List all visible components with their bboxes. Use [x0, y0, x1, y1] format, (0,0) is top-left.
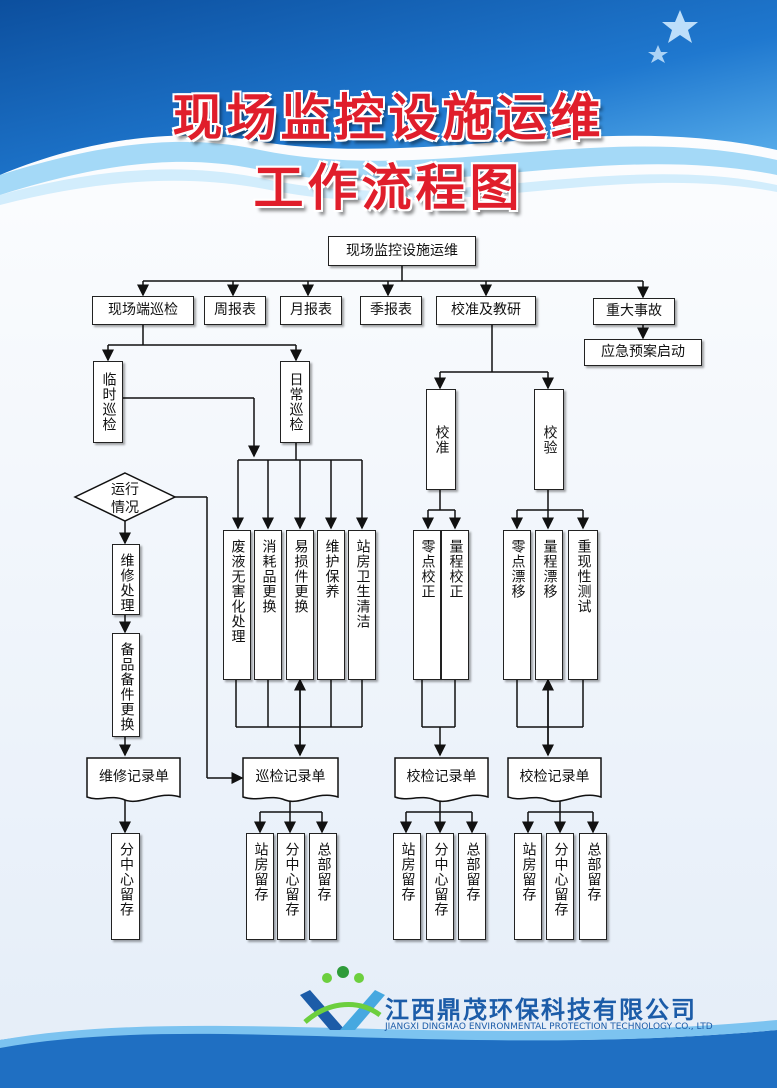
node-archive-station: 站房留存 — [393, 833, 421, 940]
node-reproducibility-test: 重现性测试 — [568, 530, 598, 680]
node-task-maintenance: 维护保养 — [317, 530, 345, 680]
node-check-record-1: 校检记录单 — [406, 769, 477, 785]
node-check-record-2: 校检记录单 — [519, 769, 590, 785]
node-zero-drift: 零点漂移 — [503, 530, 531, 680]
node-calibration-research: 校准及教研 — [436, 296, 536, 325]
node-quarterly-report: 季报表 — [360, 296, 422, 325]
node-inspection-record: 巡检记录单 — [255, 769, 326, 785]
node-task-consumables: 消耗品更换 — [254, 530, 282, 680]
decision-diamond — [73, 472, 177, 522]
node-routine-inspection: 日常巡检 — [280, 361, 310, 443]
node-archive-hq: 总部留存 — [309, 833, 337, 940]
node-operation-status: 运行情况 — [93, 481, 157, 517]
title-line-2: 工作流程图 — [253, 159, 524, 217]
node-onsite-inspection: 现场端巡检 — [92, 296, 194, 325]
company-name-en: JIANGXI DINGMAO ENVIRONMENTAL PROTECTION… — [385, 1022, 713, 1032]
node-root: 现场监控设施运维 — [328, 236, 476, 266]
node-task-wear-parts: 易损件更换 — [286, 530, 314, 680]
node-archive-station: 站房留存 — [246, 833, 274, 940]
node-monthly-report: 月报表 — [280, 296, 342, 325]
document-shape — [394, 757, 489, 803]
company-name: 江西鼎茂环保科技有限公司 — [385, 996, 697, 1024]
node-archive-station: 站房留存 — [514, 833, 542, 940]
node-archive-hq: 总部留存 — [579, 833, 607, 940]
operation-status-label: 运行情况 — [111, 482, 139, 517]
node-archive-hq: 总部留存 — [458, 833, 486, 940]
document-shape — [242, 757, 339, 803]
node-maintenance-record: 维修记录单 — [99, 769, 169, 785]
node-task-waste-liquid: 废液无害化处理 — [223, 530, 251, 680]
title-line-1: 现场监控设施运维 — [172, 89, 605, 147]
node-span-calibration: 量程校正 — [441, 530, 469, 680]
node-weekly-report: 周报表 — [204, 296, 266, 325]
node-verification: 校验 — [534, 389, 564, 490]
node-calibration: 校准 — [426, 389, 456, 490]
node-maintenance-handling: 维修处理 — [112, 544, 140, 615]
node-archive-branch: 分中心留存 — [277, 833, 305, 940]
document-shape — [507, 757, 602, 803]
node-spare-parts-replacement: 备品备件更换 — [112, 633, 140, 737]
company-logo — [300, 966, 385, 1030]
star-icon — [662, 10, 698, 43]
document-shape — [86, 757, 181, 803]
node-archive-branch: 分中心留存 — [546, 833, 574, 940]
star-icon — [648, 45, 668, 63]
node-task-station-cleaning: 站房卫生清洁 — [348, 530, 376, 680]
node-archive-branch: 分中心留存 — [426, 833, 454, 940]
node-major-incident: 重大事故 — [593, 298, 675, 325]
node-left-branch-archive: 分中心留存 — [111, 833, 140, 940]
node-span-drift: 量程漂移 — [535, 530, 563, 680]
node-zero-calibration: 零点校正 — [413, 530, 441, 680]
node-temporary-inspection: 临时巡检 — [93, 361, 123, 443]
node-emergency-plan: 应急预案启动 — [584, 339, 702, 366]
